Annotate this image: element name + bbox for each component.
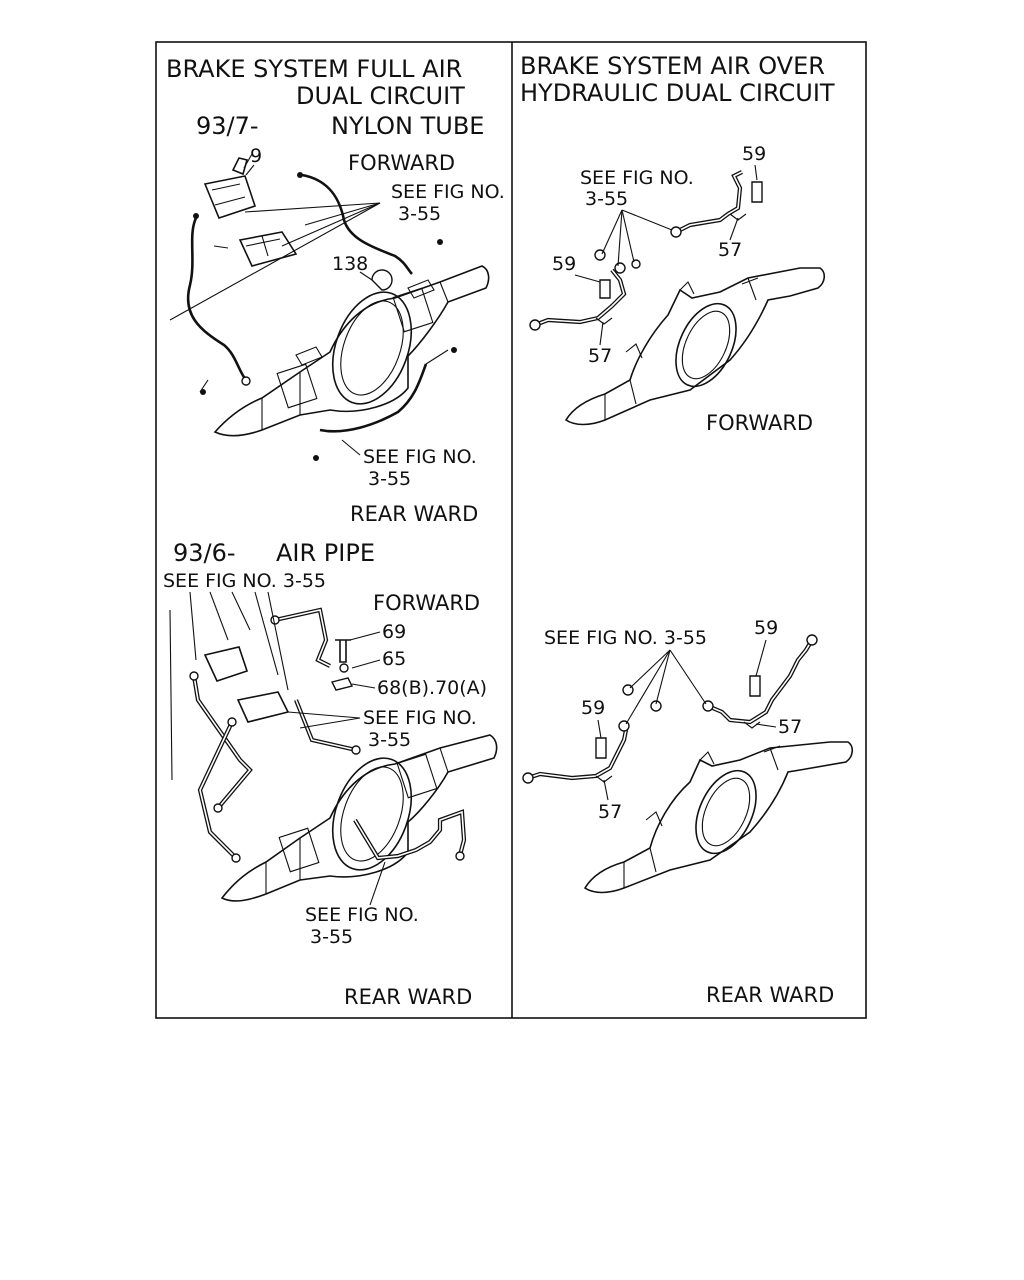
- variant-code: 93/7-: [196, 112, 259, 140]
- part-number-57: 57: [718, 239, 742, 261]
- part-number-69: 69: [382, 621, 406, 643]
- rear-axle-housing: [213, 265, 490, 437]
- brake-pipe-lines: [529, 170, 763, 331]
- see-fig-number: 3-55: [585, 188, 628, 210]
- part-number-138: 138: [332, 253, 368, 275]
- part-number-68-70: 68(B).70(A): [377, 677, 487, 699]
- see-fig-label: SEE FIG NO. 3-55: [544, 627, 707, 649]
- part-number-59: 59: [581, 697, 605, 719]
- rear-ward-label: REAR WARD: [706, 983, 834, 1007]
- see-fig-label: SEE FIG NO.: [363, 707, 477, 729]
- part-number-65: 65: [382, 648, 406, 670]
- panel-full-air-nylon-tube: BRAKE SYSTEM FULL AIR DUAL CIRCUIT 93/7-…: [166, 55, 505, 526]
- rear-axle-housing: [220, 734, 498, 902]
- see-fig-number: 3-55: [398, 203, 441, 225]
- rear-ward-label: REAR WARD: [344, 985, 472, 1009]
- see-fig-label: SEE FIG NO.: [580, 167, 694, 189]
- part-number-57: 57: [588, 345, 612, 367]
- forward-label: FORWARD: [348, 151, 455, 175]
- relay-valve-bracket: [203, 639, 354, 723]
- title-line-2: HYDRAULIC DUAL CIRCUIT: [520, 79, 835, 107]
- part-number-59: 59: [754, 617, 778, 639]
- see-fig-label: SEE FIG NO.: [305, 904, 419, 926]
- rear-axle-housing: [564, 267, 826, 426]
- see-fig-number: 3-55: [368, 468, 411, 490]
- title-line-1: BRAKE SYSTEM FULL AIR: [166, 55, 462, 83]
- nylon-tube-lines: [186, 172, 457, 461]
- forward-label: FORWARD: [706, 411, 813, 435]
- see-fig-label: SEE FIG NO.: [363, 446, 477, 468]
- variant-name: NYLON TUBE: [331, 112, 484, 140]
- variant-code: 93/6-: [173, 539, 236, 567]
- part-number-57: 57: [598, 801, 622, 823]
- variant-name: AIR PIPE: [276, 539, 375, 567]
- panel-full-air-air-pipe: 93/6- AIR PIPE SEE FIG NO. 3-55 FORWARD …: [163, 539, 498, 1009]
- part-number-59: 59: [742, 143, 766, 165]
- part-number-9: 9: [250, 145, 262, 167]
- relay-valve-bracket: [203, 153, 393, 291]
- leader-lines: [169, 164, 381, 456]
- title-line-2: DUAL CIRCUIT: [296, 82, 465, 110]
- forward-label: FORWARD: [373, 591, 480, 615]
- diagram-frame: [155, 41, 867, 1019]
- see-fig-label: SEE FIG NO.: [391, 181, 505, 203]
- see-fig-number: 3-55: [368, 729, 411, 751]
- see-fig-label: SEE FIG NO. 3-55: [163, 570, 326, 592]
- air-pipe-lines: [189, 607, 467, 863]
- panel-air-over-hydraulic-forward: BRAKE SYSTEM AIR OVER HYDRAULIC DUAL CIR…: [520, 52, 835, 435]
- leader-lines: [169, 591, 386, 906]
- leader-lines: [597, 639, 777, 801]
- part-number-59: 59: [552, 253, 576, 275]
- part-number-57: 57: [778, 716, 802, 738]
- leader-lines: [574, 164, 758, 346]
- rear-ward-label: REAR WARD: [350, 502, 478, 526]
- brake-pipe-lines: [522, 634, 818, 784]
- rear-axle-housing: [583, 741, 854, 894]
- title-line-1: BRAKE SYSTEM AIR OVER: [520, 52, 825, 80]
- see-fig-number: 3-55: [310, 926, 353, 948]
- panel-air-over-hydraulic-rear: SEE FIG NO. 3-55 59 57 59 57 REAR WARD: [522, 617, 854, 1007]
